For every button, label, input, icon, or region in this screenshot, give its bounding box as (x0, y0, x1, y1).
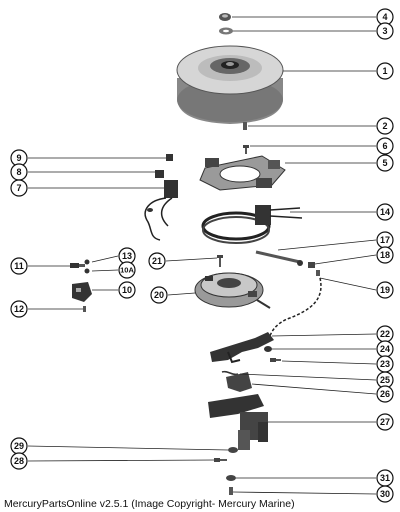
part-plate-20 (194, 272, 271, 309)
callout-20: 20 (150, 286, 168, 304)
callout-31: 31 (376, 469, 394, 487)
part-trigger-14 (201, 205, 303, 244)
callout-1: 1 (376, 62, 394, 80)
callout-2: 2 (376, 117, 394, 135)
svg-text:20: 20 (154, 290, 164, 300)
part-spacer-19 (316, 270, 320, 276)
part-nut-18 (308, 262, 315, 268)
part-screw-11 (70, 263, 85, 268)
svg-text:10: 10 (122, 285, 132, 295)
callout-10: 10 (118, 281, 136, 299)
part-washer-13 (84, 259, 90, 265)
svg-text:11: 11 (14, 261, 24, 271)
callout-5: 5 (376, 154, 394, 172)
callout-23: 23 (376, 355, 394, 373)
svg-text:14: 14 (380, 207, 390, 217)
part-screw-23 (270, 358, 281, 362)
callout-26: 26 (376, 385, 394, 403)
callout-17: 17 (376, 231, 394, 249)
callout-19: 19 (376, 281, 394, 299)
part-nut-4 (219, 13, 231, 21)
callout-29: 29 (10, 437, 28, 455)
part-spring-25 (221, 370, 239, 376)
callout-9: 9 (10, 149, 28, 167)
callout-6: 6 (376, 137, 394, 155)
part-coil-7 (144, 180, 178, 241)
callout-3: 3 (376, 22, 394, 40)
callout-14: 14 (376, 203, 394, 221)
leader-lines (27, 16, 377, 495)
image-caption: MercuryPartsOnline v2.5.1 (Image Copyrig… (4, 498, 295, 510)
svg-text:24: 24 (380, 344, 390, 354)
part-washer-3 (219, 27, 233, 35)
callout-10a: 10A (118, 261, 136, 279)
callout-27: 27 (376, 413, 394, 431)
svg-text:13: 13 (122, 251, 132, 261)
svg-text:22: 22 (380, 329, 390, 339)
part-stator-5 (199, 155, 286, 191)
svg-text:26: 26 (380, 389, 390, 399)
svg-text:19: 19 (380, 285, 390, 295)
svg-text:6: 6 (382, 141, 387, 151)
svg-text:5: 5 (382, 158, 387, 168)
svg-text:30: 30 (380, 489, 390, 499)
svg-text:23: 23 (380, 359, 390, 369)
part-screw-28 (214, 458, 227, 462)
svg-text:2: 2 (382, 121, 387, 131)
svg-text:31: 31 (380, 473, 390, 483)
callout-28: 28 (10, 452, 28, 470)
part-screw-6 (243, 145, 249, 154)
svg-text:12: 12 (14, 304, 24, 314)
svg-text:27: 27 (380, 417, 390, 427)
callout-11: 11 (10, 257, 28, 275)
svg-text:3: 3 (382, 26, 387, 36)
part-washer-29 (228, 447, 238, 453)
part-cam-26 (226, 372, 252, 392)
part-link-17 (255, 250, 303, 266)
part-key-2 (243, 122, 247, 130)
part-washer-24 (264, 346, 272, 352)
svg-text:21: 21 (152, 256, 162, 266)
callout-30: 30 (376, 485, 394, 503)
svg-text:18: 18 (380, 250, 390, 260)
svg-text:10A: 10A (120, 266, 134, 275)
svg-text:1: 1 (382, 66, 387, 76)
callout-18: 18 (376, 246, 394, 264)
svg-text:7: 7 (16, 183, 21, 193)
part-wire-dashed (269, 277, 322, 337)
svg-text:4: 4 (382, 12, 387, 22)
part-screw-12 (83, 306, 86, 312)
part-nut-31 (226, 475, 236, 481)
callout-12: 12 (10, 300, 28, 318)
callout-8: 8 (10, 163, 28, 181)
callout-22: 22 (376, 325, 394, 343)
svg-text:17: 17 (380, 235, 390, 245)
svg-text:29: 29 (14, 441, 24, 451)
part-flywheel-1 (176, 45, 284, 124)
callouts: 4 3 1 2 6 5 9 8 7 14 17 18 13 10A 11 21 … (10, 8, 394, 503)
part-screw-30 (229, 487, 233, 495)
part-lever-22 (210, 332, 274, 364)
part-screw-21 (217, 255, 223, 267)
callout-24: 24 (376, 340, 394, 358)
svg-text:9: 9 (16, 153, 21, 163)
part-washer-10a (84, 268, 90, 274)
callout-21: 21 (148, 252, 166, 270)
part-clip-9 (166, 154, 173, 161)
svg-text:28: 28 (14, 456, 24, 466)
svg-text:8: 8 (16, 167, 21, 177)
part-clip-8 (155, 170, 164, 178)
svg-text:25: 25 (380, 375, 390, 385)
part-housing-27 (208, 394, 268, 450)
callout-7: 7 (10, 179, 28, 197)
part-bracket-10 (72, 282, 92, 302)
